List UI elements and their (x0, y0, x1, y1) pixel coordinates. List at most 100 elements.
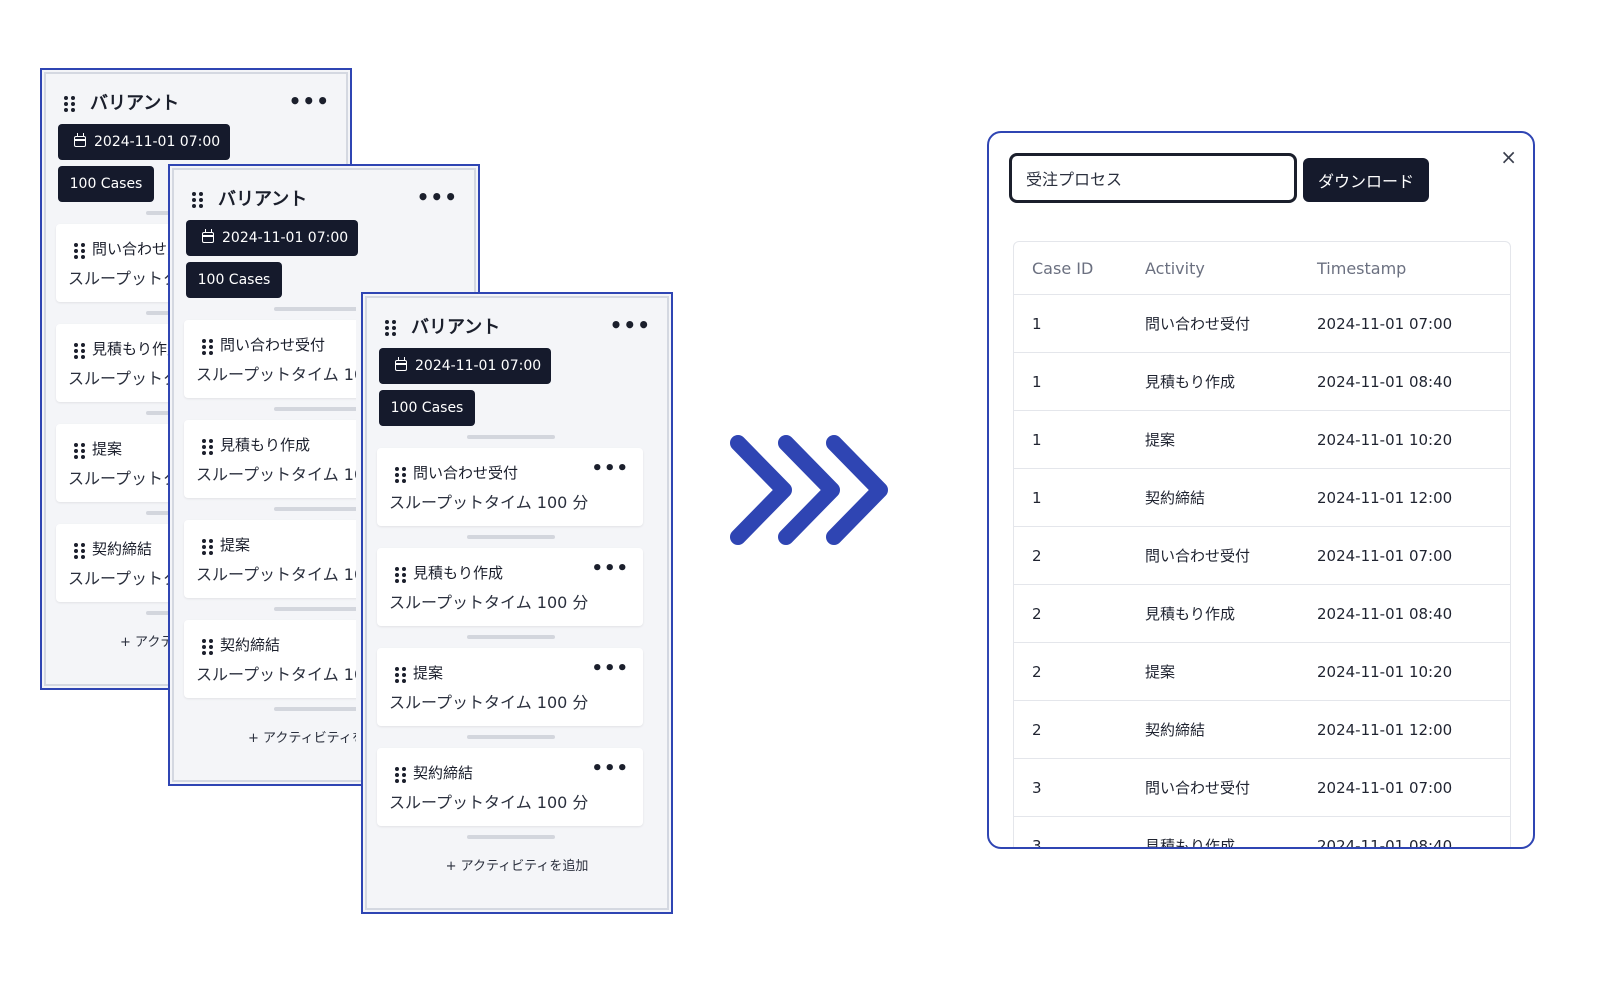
activity-card[interactable]: 問い合わせ受付 ••• スループットタイム 100 分 (377, 448, 643, 526)
connector (146, 211, 168, 215)
activity-cell: 契約締結 (1145, 468, 1317, 527)
drag-handle-icon[interactable] (74, 343, 85, 359)
variant-card-frame (365, 296, 669, 910)
drag-handle-icon[interactable] (202, 539, 213, 555)
variant-card-header: バリアント ••• (62, 89, 330, 116)
date-chip: 2024-11-01 07:00 (58, 124, 230, 160)
column-header-activity[interactable]: Activity (1145, 242, 1317, 295)
variant-card-front: バリアント ••• 2024-11-01 07:00 100 Cases 問い合… (361, 292, 673, 914)
activity-card[interactable]: 問い合わせ受付 スループットタイム 100 分 (56, 224, 168, 302)
add-activity-link[interactable]: + アクティビティを追加 (445, 859, 589, 874)
date-chip-label: 2024-11-01 07:00 (415, 358, 542, 374)
drag-handle-icon[interactable] (395, 767, 406, 783)
column-header-case-id[interactable]: Case ID (1014, 242, 1145, 295)
activity-more-options-icon[interactable]: ••• (591, 758, 629, 779)
drag-handle-icon[interactable] (202, 339, 213, 355)
download-button[interactable]: ダウンロード (1303, 158, 1429, 202)
timestamp-cell: 2024-11-01 08:40 (1317, 584, 1510, 643)
activity-card[interactable]: 見積もり作成 ••• スループットタイム 100 分 (377, 548, 643, 626)
drag-handle-icon[interactable] (385, 320, 396, 336)
case-id-cell: 1 (1014, 410, 1145, 469)
activity-throughput: スループットタイム 100 分 (196, 665, 356, 684)
case-id-cell: 3 (1014, 758, 1145, 817)
drag-handle-icon[interactable] (64, 96, 75, 112)
activity-cell: 提案 (1145, 410, 1317, 469)
more-options-icon[interactable]: ••• (609, 313, 651, 337)
activity-card[interactable]: 提案 ••• スループットタイム 100 分 (377, 648, 643, 726)
connector (146, 411, 168, 415)
activity-cell: 問い合わせ受付 (1145, 526, 1317, 585)
timestamp-cell: 2024-11-01 10:20 (1317, 642, 1510, 701)
connector (467, 735, 555, 739)
drag-handle-icon[interactable] (395, 667, 406, 683)
calendar-icon (202, 229, 214, 243)
card-body-clip: 問い合わせ受付 スループットタイム 100 分 見積もり作成 スループットタイム… (170, 166, 356, 788)
activity-more-options-icon[interactable]: ••• (591, 558, 629, 579)
more-options-icon[interactable]: ••• (288, 89, 330, 113)
case-id-cell: 1 (1014, 468, 1145, 527)
add-activity-link[interactable]: + アクティビティを追加 (248, 731, 356, 746)
activity-name: 見積もり作成 (413, 564, 504, 582)
activity-throughput: スループットタイム 100 分 (68, 569, 168, 588)
case-id-cell: 1 (1014, 294, 1145, 353)
activity-throughput: スループットタイム 100 分 (389, 493, 589, 512)
add-activity-link[interactable]: + アクティビティを追加 (120, 635, 168, 650)
activity-card[interactable]: 見積もり作成 スループットタイム 100 分 (184, 420, 356, 498)
activity-card[interactable]: 提案 スループットタイム 100 分 (184, 520, 356, 598)
timestamp-cell: 2024-11-01 08:40 (1317, 816, 1510, 847)
more-options-icon[interactable]: ••• (416, 185, 458, 209)
activity-card[interactable]: 問い合わせ受付 スループットタイム 100 分 (184, 320, 356, 398)
table-row: 2 提案 2024-11-01 10:20 (1014, 642, 1510, 701)
calendar-icon (395, 357, 407, 371)
timestamp-cell: 2024-11-01 10:20 (1317, 410, 1510, 469)
activity-card[interactable]: 契約締結 スループットタイム 100 分 (184, 620, 356, 698)
activity-throughput: スループットタイム 100 分 (196, 565, 356, 584)
activity-throughput: スループットタイム 100 分 (196, 465, 356, 484)
connector (146, 511, 168, 515)
date-chip-label: 2024-11-01 07:00 (222, 230, 349, 246)
timestamp-cell: 2024-11-01 07:00 (1317, 294, 1510, 353)
connector (274, 607, 356, 611)
column-header-timestamp[interactable]: Timestamp (1317, 242, 1510, 295)
activity-throughput: スループットタイム 100 分 (389, 793, 589, 812)
connector (467, 635, 555, 639)
activity-card[interactable]: 見積もり作成 スループットタイム 100 分 (56, 324, 168, 402)
activity-name: 提案 (220, 536, 251, 554)
activity-name: 契約締結 (92, 540, 153, 558)
activity-more-options-icon[interactable]: ••• (591, 658, 629, 679)
table-row: 1 見積もり作成 2024-11-01 08:40 (1014, 352, 1510, 411)
drag-handle-icon[interactable] (202, 639, 213, 655)
table-row: 2 契約締結 2024-11-01 12:00 (1014, 700, 1510, 759)
activity-throughput: スループットタイム 100 分 (389, 593, 589, 612)
activity-cell: 見積もり作成 (1145, 584, 1317, 643)
cases-chip: 100 Cases (379, 390, 475, 426)
timestamp-cell: 2024-11-01 07:00 (1317, 526, 1510, 585)
timestamp-cell: 2024-11-01 12:00 (1317, 468, 1510, 527)
activity-cell: 提案 (1145, 642, 1317, 701)
activity-card[interactable]: 提案 スループットタイム 100 分 (56, 424, 168, 502)
search-input[interactable] (1009, 153, 1297, 203)
chevron-right-icon (730, 435, 792, 545)
table-row: 2 見積もり作成 2024-11-01 08:40 (1014, 584, 1510, 643)
drag-handle-icon[interactable] (74, 443, 85, 459)
drag-handle-icon[interactable] (74, 243, 85, 259)
activity-name: 問い合わせ受付 (413, 464, 519, 482)
close-icon[interactable]: × (1500, 145, 1517, 169)
drag-handle-icon[interactable] (192, 192, 203, 208)
activity-cell: 見積もり作成 (1145, 352, 1317, 411)
activity-card[interactable]: 契約締結 スループットタイム 100 分 (56, 524, 168, 602)
drag-handle-icon[interactable] (395, 467, 406, 483)
activity-card[interactable]: 契約締結 ••• スループットタイム 100 分 (377, 748, 643, 826)
cases-chip: 100 Cases (58, 166, 154, 202)
drag-handle-icon[interactable] (202, 439, 213, 455)
date-chip-label: 2024-11-01 07:00 (94, 134, 221, 150)
case-id-cell: 2 (1014, 700, 1145, 759)
drag-handle-icon[interactable] (395, 567, 406, 583)
calendar-icon (74, 133, 86, 147)
date-chip: 2024-11-01 07:00 (379, 348, 551, 384)
case-id-cell: 1 (1014, 352, 1145, 411)
connector (274, 707, 356, 711)
variant-card-header: バリアント ••• (190, 185, 458, 212)
drag-handle-icon[interactable] (74, 543, 85, 559)
activity-more-options-icon[interactable]: ••• (591, 458, 629, 479)
